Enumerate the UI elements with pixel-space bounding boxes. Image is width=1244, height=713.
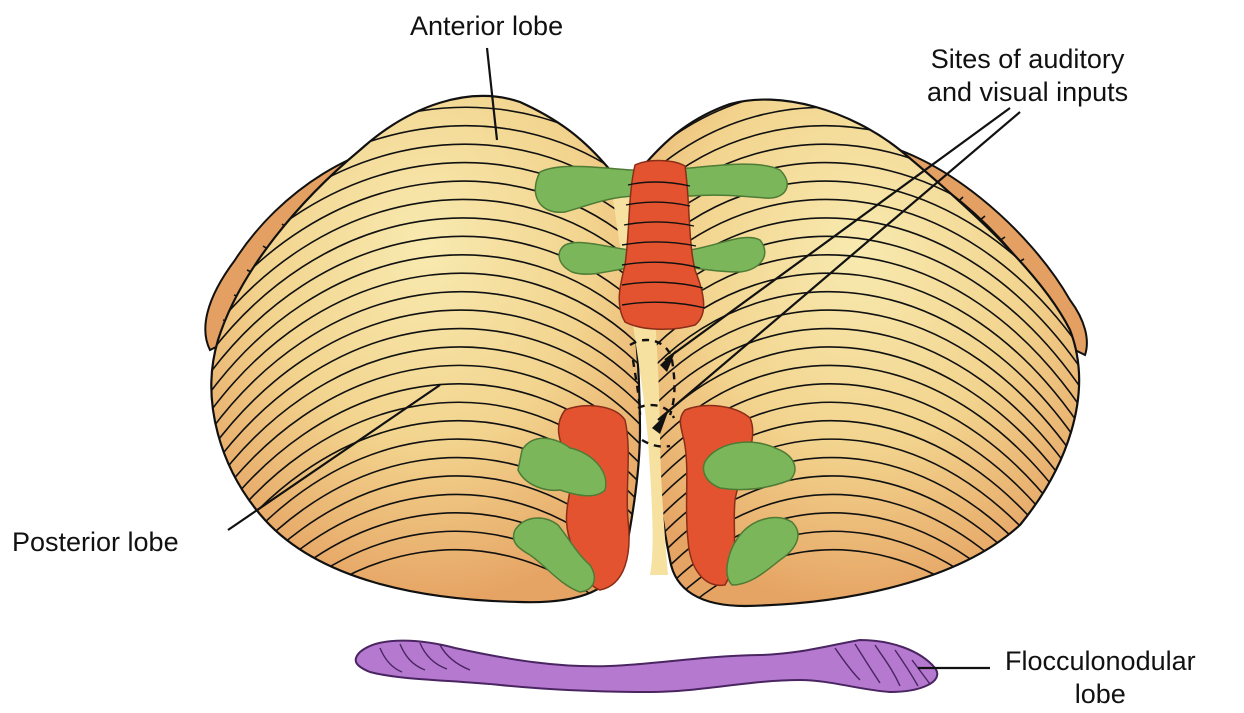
flocculonodular-label-line2: lobe [1005,678,1196,711]
input-sites-label-line1: Sites of auditory [927,43,1128,76]
flocculonodular-label-line1: Flocculonodular [1005,645,1196,678]
input-sites-label: Sites of auditory and visual inputs [927,43,1128,109]
anterior-lobe-label: Anterior lobe [410,10,563,43]
input-sites-label-line2: and visual inputs [927,76,1128,109]
flocculonodular-lobe-label: Flocculonodular lobe [1005,645,1196,711]
flocculonodular-lobe [356,640,938,692]
posterior-lobe-label: Posterior lobe [12,526,179,559]
